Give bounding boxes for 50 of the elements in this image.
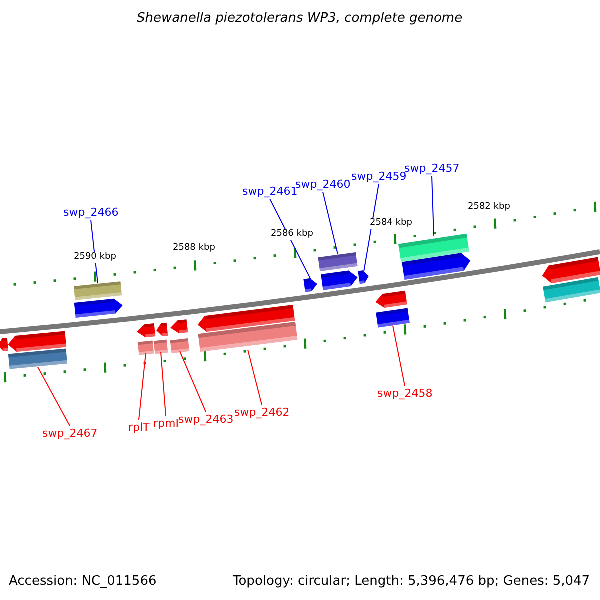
leader-line xyxy=(38,366,70,426)
gene-bar xyxy=(543,277,600,303)
gene-bar xyxy=(398,234,470,262)
footer-text: Topology: circular; Length: 5,396,476 bp; Genes: 5,047 xyxy=(233,575,590,588)
gene-feature xyxy=(74,298,123,318)
leader-line xyxy=(364,184,380,272)
gene-bar xyxy=(170,338,190,354)
scale-label: 2582 kbp xyxy=(467,202,512,213)
gene-bar xyxy=(138,340,154,356)
gene-label: swp_2466 xyxy=(64,207,119,218)
leader-line xyxy=(180,351,206,412)
gene-feature xyxy=(376,290,408,308)
gene-label: swp_2460 xyxy=(296,179,351,190)
gene-feature xyxy=(198,305,296,332)
gene-bar xyxy=(318,252,358,272)
scale-label: 2586 kbp xyxy=(270,229,314,240)
gene-feature xyxy=(358,270,369,284)
gene-label: swp_2467 xyxy=(42,428,98,439)
scale-label: 2584 kbp xyxy=(369,218,414,229)
leader-line xyxy=(322,192,338,255)
gene-label: swp_2459 xyxy=(352,171,407,182)
gene-bar xyxy=(74,282,122,300)
gene-feature xyxy=(0,338,9,352)
gene-label: swp_2462 xyxy=(234,407,290,418)
leader-line xyxy=(248,350,262,406)
gene-bar xyxy=(154,340,168,354)
leader-line xyxy=(138,352,146,420)
gene-label: swp_2463 xyxy=(178,414,234,425)
gene-feature xyxy=(170,320,188,334)
gene-feature xyxy=(402,253,471,280)
gene-label: swp_2461 xyxy=(242,186,298,197)
title: Shewanella piezotolerans WP3, complete genome xyxy=(137,12,463,25)
scale-label: 2590 kbp xyxy=(73,252,118,263)
footer-text: Accession: NC_011566 xyxy=(9,575,157,588)
scale-label: 2588 kbp xyxy=(172,243,216,254)
gene-feature xyxy=(304,278,318,292)
leader-line xyxy=(160,352,166,416)
leader-line xyxy=(432,176,434,236)
leader-line xyxy=(392,325,406,386)
gene-label: swp_2457 xyxy=(404,163,460,174)
gene-bar xyxy=(198,322,298,352)
gene-label: rpmI xyxy=(154,418,179,429)
gene-label: rplT xyxy=(128,422,150,433)
gene-feature xyxy=(156,322,168,336)
gene-feature xyxy=(137,324,156,338)
gene-bar xyxy=(376,308,410,328)
gene-bar xyxy=(8,348,68,370)
leader-line xyxy=(270,198,312,280)
gene-label: swp_2458 xyxy=(378,388,433,399)
gene-feature xyxy=(542,257,600,284)
